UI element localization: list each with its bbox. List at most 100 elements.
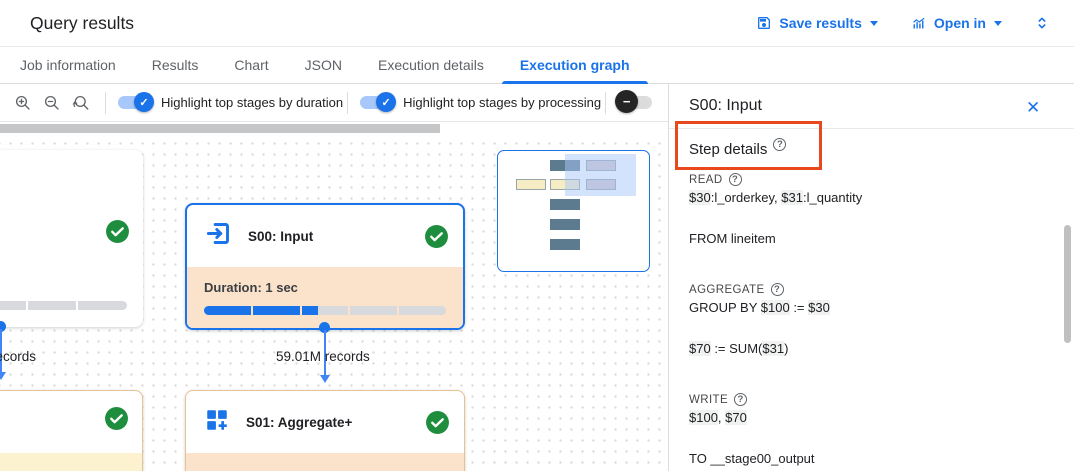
help-icon[interactable]: ? <box>728 173 742 186</box>
stage-node-header: S00: Input <box>187 205 463 267</box>
open-in-label: Open in <box>933 15 986 31</box>
edge-arrowhead <box>320 375 330 383</box>
help-icon[interactable]: ? <box>770 283 784 296</box>
step-details-panel: S00: Input ✕ Step details? READ? $30:l_or… <box>668 84 1074 471</box>
horizontal-scrollbar-thumb[interactable] <box>0 124 440 133</box>
tab-job-information[interactable]: Job information <box>20 57 116 73</box>
panel-detail-line: $70 := SUM($31) <box>689 341 789 356</box>
toggle-highlight-processing[interactable]: ✓ Highlight top stages by processing <box>360 92 602 112</box>
vertical-scrollbar-thumb[interactable] <box>1064 225 1071 343</box>
save-icon <box>756 15 772 31</box>
toolbar-divider <box>105 91 106 114</box>
edge-arrowhead <box>0 372 6 380</box>
step-details-heading: Step details? <box>689 138 1048 158</box>
save-results-caret-icon <box>869 20 878 26</box>
close-icon[interactable]: ✕ <box>1026 98 1041 117</box>
panel-detail-line: $30:l_orderkey, $31:l_quantity <box>689 190 863 205</box>
execution-graph-pane: ✓ Highlight top stages by duration ✓ Hig… <box>0 84 668 471</box>
step-details-label: Step details <box>689 141 768 158</box>
tab-execution-graph[interactable]: Execution graph <box>501 47 648 84</box>
edge-connector-dot <box>0 321 6 332</box>
toggle-switch-dark[interactable]: − <box>615 90 653 113</box>
panel-title: S00: Input <box>689 97 762 114</box>
edge-records-label: records <box>0 349 37 364</box>
tab-results[interactable]: Results <box>151 57 199 73</box>
help-icon[interactable]: ? <box>734 393 748 406</box>
stage-node-partial-bottom[interactable] <box>0 390 143 471</box>
panel-spacer <box>689 247 1048 268</box>
toolbar-divider <box>347 91 349 114</box>
panel-spacer <box>689 426 1048 447</box>
stage-duration-section <box>186 453 464 471</box>
save-results-label: Save results <box>779 15 862 31</box>
open-in-caret-icon <box>994 20 1002 26</box>
tab-chart[interactable]: Chart <box>234 57 269 73</box>
stage-duration-section: Duration: 1 sec <box>187 267 463 328</box>
minimap-viewport[interactable] <box>565 154 636 196</box>
graph-toolbar: ✓ Highlight top stages by duration ✓ Hig… <box>0 84 668 122</box>
toggle-switch-duration[interactable]: ✓ <box>118 92 154 112</box>
panel-detail-line: $100, $70 <box>689 410 747 425</box>
stage-node-title: S00: Input <box>248 228 314 244</box>
horizontal-scrollbar <box>0 122 668 136</box>
check-knob-icon: ✓ <box>376 92 397 112</box>
panel-spacer <box>689 467 1048 471</box>
panel-section-label: READ? <box>689 173 1048 186</box>
panel-section-label: AGGREGATE? <box>689 283 1048 296</box>
toggle-processing-label: Highlight top stages by processing <box>403 95 602 110</box>
edge-line <box>324 330 326 376</box>
panel-detail-line: FROM lineitem <box>689 231 776 246</box>
status-success-icon <box>424 224 449 249</box>
graph-minimap[interactable] <box>497 150 650 272</box>
minimap-node <box>550 199 580 210</box>
save-results-button[interactable]: Save results <box>756 15 878 31</box>
header: Query results Save results Open in <box>0 0 1074 47</box>
minimap-node <box>550 219 580 230</box>
panel-detail-line: TO __stage00_output <box>689 451 815 466</box>
stage-duration-label: Duration: 1 sec <box>204 280 298 295</box>
minus-knob-icon: − <box>615 90 639 113</box>
help-icon[interactable]: ? <box>773 138 787 151</box>
toggle-dark-partial[interactable]: − <box>615 90 653 113</box>
stage-node-title: S01: Aggregate+ <box>246 414 353 430</box>
stage-node-s01[interactable]: S01: Aggregate+ <box>185 390 465 471</box>
status-success-icon <box>104 406 129 431</box>
panel-spacer <box>689 357 1048 378</box>
results-tabbar: Job information Results Chart JSON Execu… <box>0 47 1074 84</box>
graph-canvas[interactable]: records S00: Input <box>0 122 668 471</box>
aggregate-stage-icon <box>204 407 230 438</box>
panel-spacer <box>689 316 1048 337</box>
stage-processing-section <box>0 453 142 471</box>
check-knob-icon: ✓ <box>134 92 154 112</box>
open-in-button[interactable]: Open in <box>910 15 1002 32</box>
header-actions: Save results Open in <box>756 15 1074 32</box>
toolbar-divider <box>605 91 607 114</box>
stage-progress-bar <box>0 301 127 310</box>
page-title: Query results <box>30 12 135 33</box>
reset-zoom-icon[interactable] <box>72 94 90 112</box>
toggle-switch-processing[interactable]: ✓ <box>360 92 397 112</box>
panel-spacer <box>689 206 1048 227</box>
tab-execution-details[interactable]: Execution details <box>377 57 484 73</box>
toggle-highlight-duration[interactable]: ✓ Highlight top stages by duration <box>118 92 344 112</box>
toggle-duration-label: Highlight top stages by duration <box>161 95 344 110</box>
input-stage-icon <box>205 220 232 252</box>
tab-json[interactable]: JSON <box>304 57 342 73</box>
expand-collapse-icon[interactable] <box>1034 15 1050 31</box>
minimap-node <box>550 239 580 250</box>
edge-line <box>0 329 2 373</box>
edge-connector-dot <box>319 322 330 333</box>
panel-section-label: WRITE? <box>689 393 1048 406</box>
zoom-in-icon[interactable] <box>14 94 32 112</box>
panel-detail-line: GROUP BY $100 := $30 <box>689 300 830 315</box>
stage-node-s00[interactable]: S00: Input Duration: 1 sec <box>185 203 465 330</box>
zoom-out-icon[interactable] <box>43 94 61 112</box>
stage-node-partial-top[interactable] <box>0 150 143 327</box>
panel-divider <box>669 128 1074 129</box>
stage-progress-bar <box>204 306 446 315</box>
minimap-node <box>516 179 546 190</box>
status-success-icon <box>105 219 130 244</box>
panel-body: Step details? READ? $30:l_orderkey, $31:l… <box>689 128 1048 471</box>
